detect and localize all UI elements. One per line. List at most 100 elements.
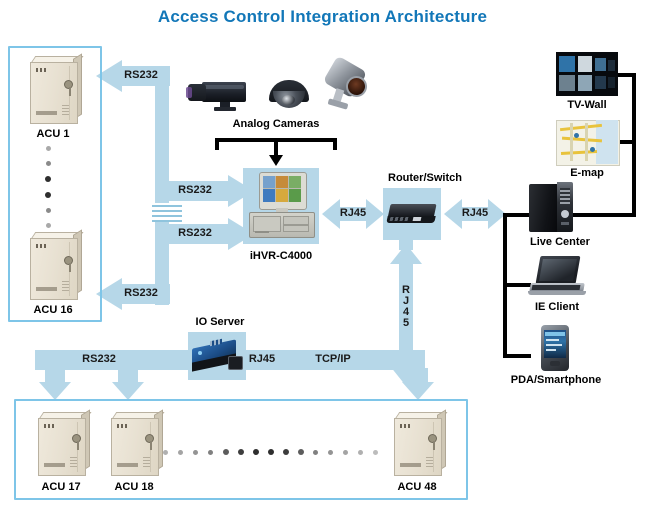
acu-label-strip: [36, 287, 57, 291]
flow-rs232-up-bar: [162, 181, 230, 201]
pda-label: PDA/Smartphone: [510, 374, 602, 386]
pda-icon: [541, 325, 569, 371]
link-livecenter-to-right-bus: [560, 213, 636, 217]
acu-lock-stem: [69, 86, 71, 96]
link-ie-client-stub: [503, 283, 531, 287]
acu-device-17: [32, 409, 92, 478]
acu-row-ellipsis-dot: [313, 450, 318, 455]
router-icon: [383, 188, 441, 240]
acu-bottom-panel: [14, 399, 468, 500]
page-title: Access Control Integration Architecture: [157, 7, 488, 26]
link-livecenter-bracket-top: [503, 213, 531, 217]
acu-vent: [426, 457, 433, 467]
acu-row-ellipsis-dot: [373, 450, 378, 455]
rj45-vertical-char: 4: [402, 306, 410, 318]
acu-left-panel: [8, 46, 102, 322]
acu-row-ellipsis-dot: [298, 449, 304, 455]
acu-row-ellipsis-dot: [163, 450, 168, 455]
tv-wall-label: TV-Wall: [567, 99, 607, 111]
acu-row-ellipsis-dot: [193, 450, 198, 455]
acu-row-ellipsis-dot: [328, 450, 333, 455]
tv-wall-icon: [556, 52, 618, 96]
link-camera-bracket-right-leg: [333, 138, 337, 150]
link-emap-stub: [616, 140, 636, 144]
acu-lock-stem: [69, 262, 71, 272]
acu-16-label: ACU 16: [33, 304, 73, 316]
tcpip-label: TCP/IP: [315, 353, 351, 365]
rs232-acu16-label: RS232: [124, 287, 158, 299]
acu-ellipsis-dot: [46, 223, 51, 228]
flow-tcpip-bar: [270, 350, 425, 370]
acu-vent: [62, 281, 69, 291]
link-camera-to-ihvr-arrowhead: [269, 155, 283, 166]
flow-rs232-acu1-head: [96, 60, 122, 92]
acu-logo: [44, 424, 55, 428]
acu-ellipsis-dot: [46, 146, 51, 151]
link-pda-stub: [503, 354, 531, 358]
acu-device-48: [388, 409, 448, 478]
flow-multiline-hatch: [152, 203, 182, 222]
flow-router-down-stub: [399, 240, 413, 250]
rs232-down-label: RS232: [178, 227, 212, 239]
rs232-up-label: RS232: [178, 184, 212, 196]
rj45-io-label: RJ45: [248, 353, 276, 365]
flow-rj45-io-bar: [238, 350, 278, 370]
flow-rs232-down-bar: [162, 224, 230, 244]
io-server-label: IO Server: [195, 316, 245, 328]
acu-row-ellipsis-dot: [238, 449, 244, 455]
acu-18-label: ACU 18: [114, 481, 154, 493]
link-right-bus-vertical: [632, 73, 636, 217]
flow-rs232-bottom-bar: [35, 350, 200, 370]
acu-lock-stem: [433, 441, 435, 451]
flow-rs232-acu1-bar: [120, 66, 170, 86]
acu-17-label: ACU 17: [41, 481, 81, 493]
rs232-io-label: RS232: [82, 353, 116, 365]
io-server-icon: [188, 332, 246, 380]
flow-rj45-right-arrow: [444, 199, 506, 229]
link-camera-bracket-left-leg: [215, 138, 219, 150]
flow-rs232-up-head: [228, 175, 254, 207]
live-center-icon: [527, 180, 577, 234]
flow-rj45-left-arrow: [322, 199, 384, 229]
rj45-vertical-char: R: [402, 284, 410, 296]
acu-row-ellipsis-dot: [223, 449, 229, 455]
flow-rj45-vertical-arrow: [390, 244, 422, 386]
acu-1-label: ACU 1: [36, 128, 70, 140]
rj45-left-label: RJ45: [339, 207, 367, 219]
bullet-camera-icon: [322, 55, 371, 115]
rs232-acu1-label: RS232: [124, 69, 158, 81]
ie-client-icon: [528, 256, 586, 298]
acu-ellipsis-dot: [46, 208, 51, 213]
flow-rs232-bottom-head-1: [39, 368, 71, 400]
acu-lock-icon: [428, 434, 437, 444]
acu-row-ellipsis-dot: [283, 449, 289, 455]
link-tvwall-stub: [616, 73, 636, 77]
acu-row-ellipsis-dot: [208, 450, 213, 455]
rj45-vertical-char: J: [402, 295, 410, 307]
acu-48-label: ACU 48: [397, 481, 437, 493]
acu-lock-stem: [77, 441, 79, 451]
acu-row-ellipsis-dot: [178, 450, 183, 455]
acu-logo: [117, 424, 128, 428]
acu-ellipsis-dot: [45, 192, 51, 198]
emap-icon: [556, 120, 620, 166]
acu-row-ellipsis-dot: [358, 450, 363, 455]
ihvr-icon: [243, 168, 319, 244]
acu-device-18: [105, 409, 165, 478]
acu-row-ellipsis-dot: [268, 449, 274, 455]
acu-logo: [36, 68, 47, 72]
ihvr-label: iHVR-C4000: [249, 250, 313, 262]
acu-label-strip: [44, 463, 65, 467]
flow-rs232-down-head: [228, 218, 254, 250]
ie-client-label: IE Client: [534, 301, 579, 313]
acu-lock-icon: [64, 79, 73, 89]
emap-label: E-map: [570, 167, 604, 179]
acu-lock-icon: [64, 255, 73, 265]
acu-label-strip: [400, 463, 421, 467]
acu-label-strip: [117, 463, 138, 467]
analog-cameras-label: Analog Cameras: [232, 118, 320, 130]
box-camera-icon: [186, 76, 248, 112]
acu-vent: [70, 457, 77, 467]
acu-ellipsis-dot: [45, 176, 51, 182]
acu-device-1: [24, 53, 84, 126]
